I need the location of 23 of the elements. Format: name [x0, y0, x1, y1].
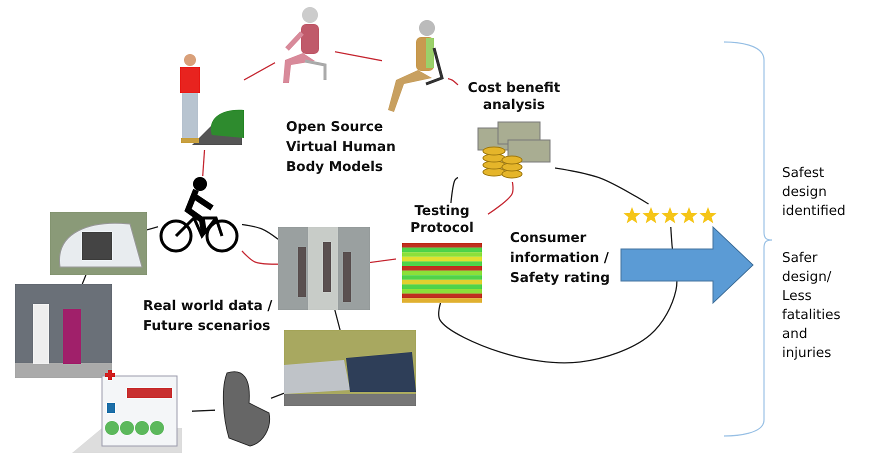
- text-label: Safest design identified: [782, 164, 847, 221]
- connector-line: [448, 78, 458, 86]
- connector-line: [450, 176, 458, 204]
- connector-line: [370, 258, 396, 264]
- text-label: Real world data / Future scenarios: [143, 297, 274, 336]
- connector-line: [554, 167, 649, 205]
- connector-line: [334, 310, 341, 330]
- connector-line: [244, 62, 276, 81]
- heading-label: Testing Protocol: [409, 203, 475, 237]
- connector-line: [192, 410, 216, 412]
- connector-line: [202, 150, 206, 176]
- text-label: Consumer information / Safety rating: [510, 229, 611, 288]
- text-label: Safer design/ Less fatalities and injuries: [782, 249, 842, 363]
- text-label: Open Source Virtual Human Body Models: [286, 118, 397, 177]
- connector-line: [82, 274, 86, 284]
- connector-line: [488, 182, 514, 215]
- connector-line: [242, 250, 278, 265]
- connector-line: [334, 51, 382, 62]
- connector-line: [438, 226, 678, 364]
- connector-line: [270, 392, 284, 399]
- heading-label: Cost benefit analysis: [466, 80, 562, 114]
- connector-line: [242, 224, 278, 240]
- connector-line: [146, 226, 158, 230]
